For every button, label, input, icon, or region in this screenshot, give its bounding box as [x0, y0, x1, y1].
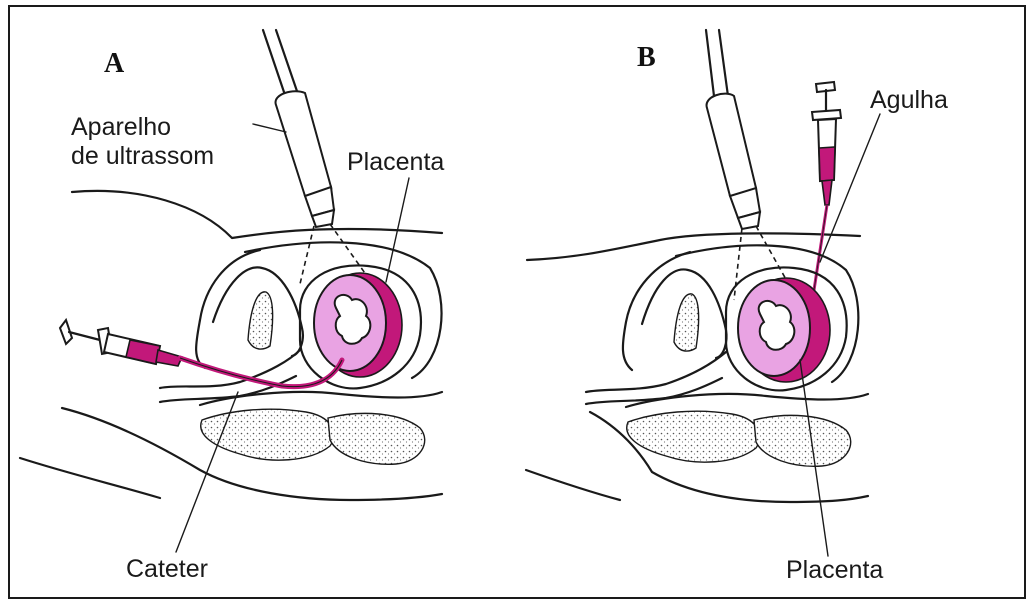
label-ultrasound-line1: Aparelho: [71, 113, 171, 141]
ultrasound-probe-b: [706, 30, 760, 229]
beam-line-left-b: [734, 228, 742, 300]
vaginal-wall-top: [160, 350, 300, 388]
label-ultrasound-line2: de ultrassom: [71, 142, 214, 170]
label-placenta-a: Placenta: [347, 148, 444, 176]
leg-outline-a: [20, 458, 160, 498]
panel-b-letter: B: [637, 42, 656, 73]
panel-a: A: [20, 30, 444, 583]
abdomen-outline: [72, 191, 442, 238]
catheter-syringe: [60, 320, 182, 366]
intestine-2: [328, 413, 425, 464]
needle-syringe: [812, 82, 841, 290]
intestine-1-b: [627, 411, 760, 462]
label-placenta-b: Placenta: [786, 556, 883, 584]
intestine-1: [201, 409, 334, 460]
amniotic-sac-b: [738, 278, 830, 382]
label-needle: Agulha: [870, 86, 948, 114]
leader-catheter: [176, 392, 238, 552]
rectum-top-b: [626, 394, 868, 407]
bladder-stipple: [248, 292, 273, 349]
leader-ultrasound: [253, 124, 286, 132]
panel-a-letter: A: [104, 48, 125, 79]
bladder-stipple-b: [674, 294, 699, 351]
intestine-2-b: [754, 415, 851, 466]
rectum-top: [200, 392, 442, 405]
panel-b: B: [526, 30, 948, 584]
beam-line-left: [300, 226, 314, 284]
abdomen-outline-b: [527, 233, 860, 260]
amniotic-sac-a: [314, 273, 402, 377]
label-catheter: Cateter: [126, 555, 208, 583]
leg-outline-b: [526, 470, 620, 500]
